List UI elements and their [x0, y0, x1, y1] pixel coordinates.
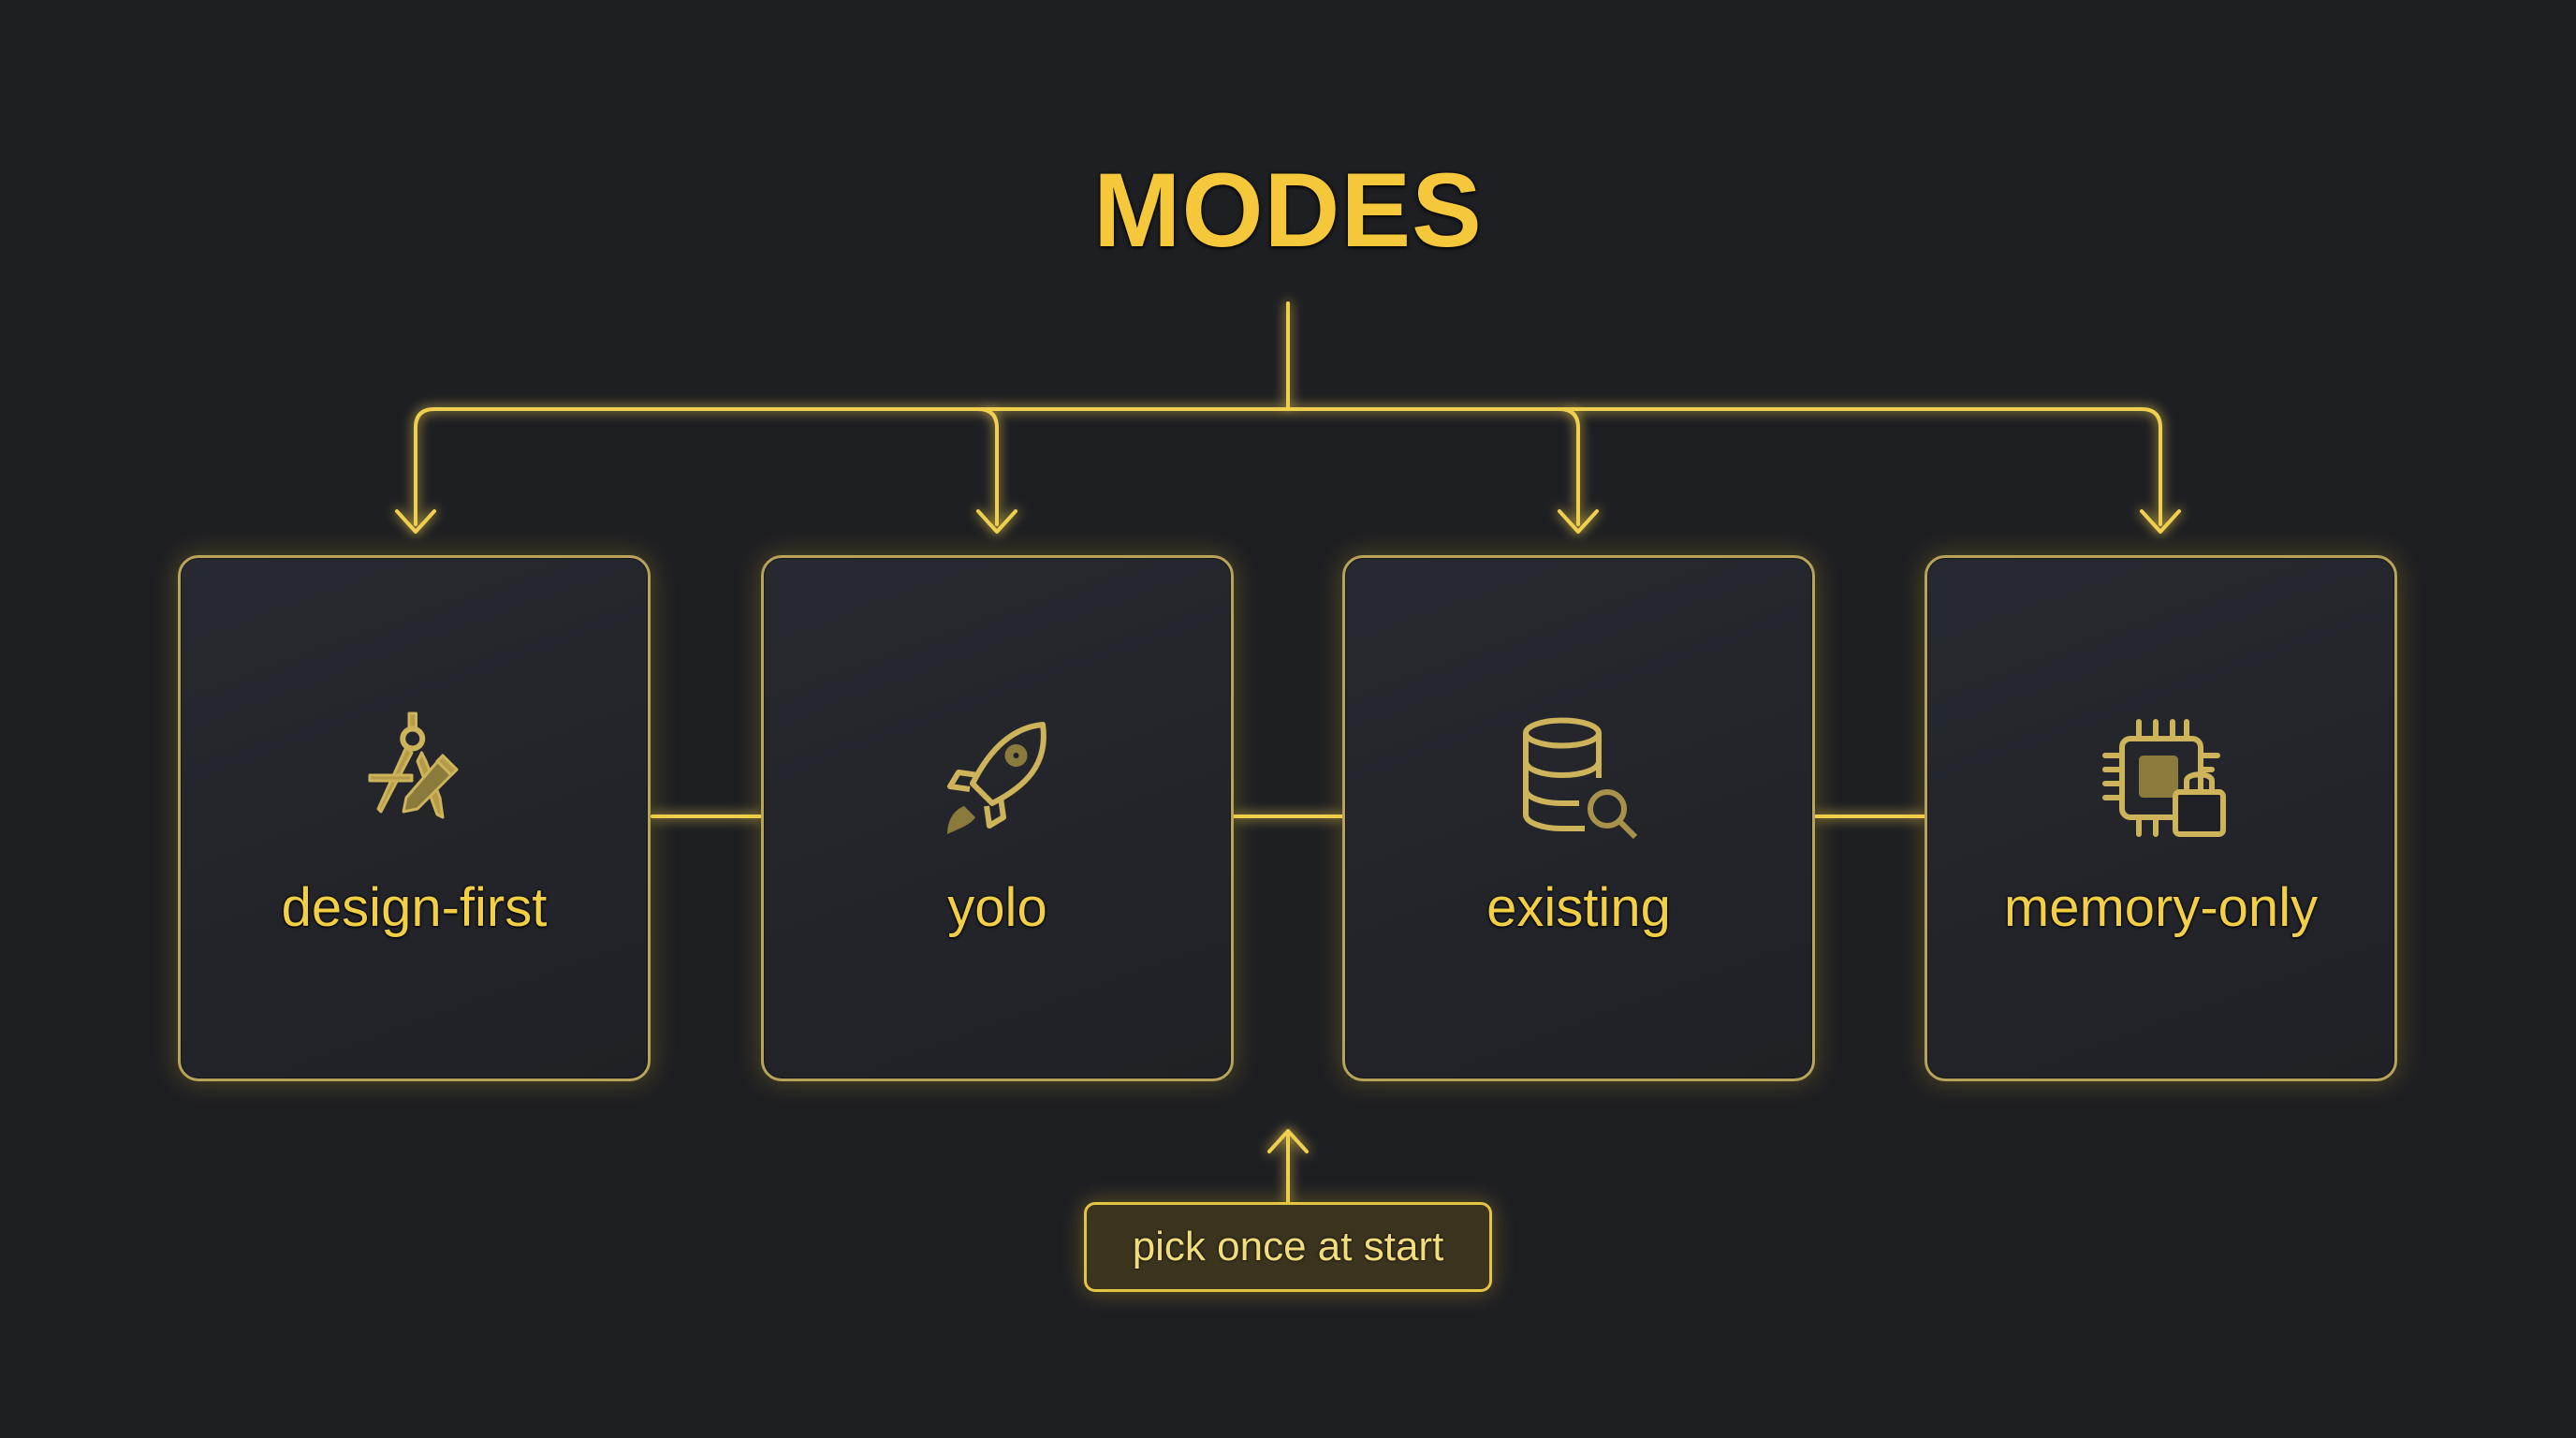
drop-line-2	[976, 407, 999, 526]
mode-label: existing	[1486, 877, 1671, 938]
mode-card-memory-only[interactable]: memory-only	[1925, 555, 2397, 1081]
mode-card-existing[interactable]: existing	[1342, 555, 1815, 1081]
mode-card-design-first[interactable]: design-first	[178, 555, 651, 1081]
chip-lock-icon	[2101, 719, 2226, 837]
arrowhead-4	[2140, 509, 2181, 534]
bus-line	[414, 407, 2162, 526]
mode-label: yolo	[947, 877, 1047, 938]
compass-pencil-icon	[368, 712, 458, 819]
diagram-title: MODES	[1093, 152, 1483, 269]
pick-once-note: pick once at start	[1084, 1202, 1492, 1292]
database-search-icon	[1522, 717, 1637, 840]
arrowhead-2	[976, 509, 1017, 534]
arrowhead-3	[1558, 509, 1599, 534]
arrowhead-1	[395, 509, 436, 534]
drop-line-3	[1558, 407, 1580, 526]
mode-label: memory-only	[2003, 877, 2319, 938]
note-arrowhead	[1267, 1129, 1309, 1153]
rocket-icon	[946, 722, 1046, 834]
mode-card-yolo[interactable]: yolo	[761, 555, 1234, 1081]
mode-label: design-first	[281, 877, 548, 938]
